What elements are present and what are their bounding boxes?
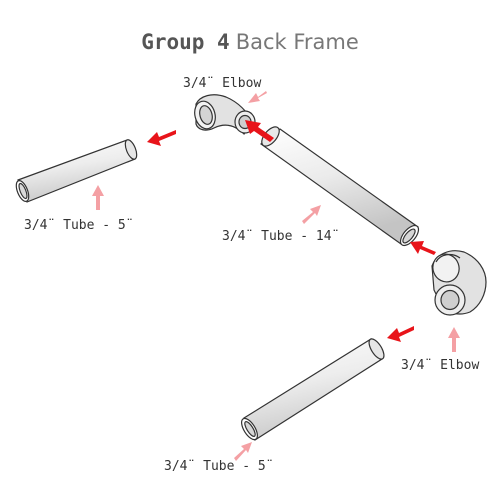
elbow-right	[431, 250, 487, 316]
tube-left	[15, 139, 138, 203]
pointer-arrow-tube-left	[92, 185, 104, 210]
label-tube-bottom: 3/4¨ Tube - 5¨	[164, 459, 274, 474]
assembly-arrow-bottom	[387, 326, 414, 342]
label-elbow-top: 3/4¨ Elbow	[183, 76, 262, 91]
pointer-arrow-elbow-right	[448, 327, 460, 352]
pointer-arrow-tube-long	[302, 205, 321, 224]
pointer-arrow-tube-bottom	[234, 442, 252, 461]
title-group: Group 4	[141, 30, 230, 54]
assembly-arrow-top	[245, 120, 274, 142]
assembly-arrow-right	[410, 241, 436, 255]
label-tube-left: 3/4¨ Tube - 5¨	[24, 218, 134, 233]
assembly-arrow-left	[147, 130, 176, 146]
label-elbow-right: 3/4¨ Elbow	[401, 358, 480, 373]
label-tube-long: 3/4¨ Tube - 14¨	[222, 229, 340, 244]
title-name: Back Frame	[235, 30, 359, 54]
elbow-top	[194, 94, 256, 135]
tube-long	[260, 126, 420, 247]
tube-bottom	[241, 338, 385, 441]
pointer-arrow-elbow-top	[248, 91, 267, 103]
